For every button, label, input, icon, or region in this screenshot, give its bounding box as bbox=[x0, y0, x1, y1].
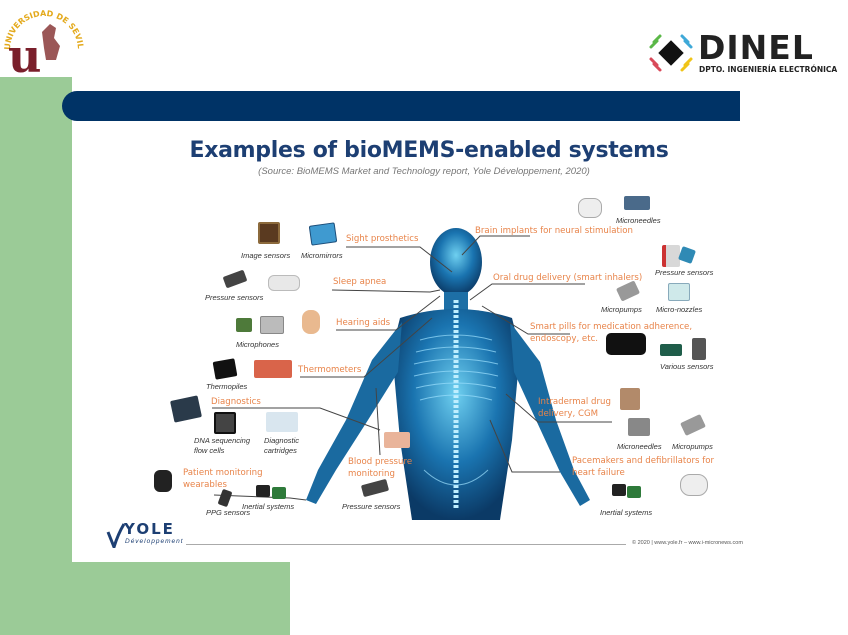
device-microphones: Microphones bbox=[236, 340, 279, 349]
device-diagnostic-cartridges-line2: cartridges bbox=[264, 446, 297, 455]
app-pacemakers-line2: heart failure bbox=[572, 468, 625, 478]
yole-wordmark: YOLE bbox=[124, 520, 175, 538]
app-hearing-aids: Hearing aids bbox=[336, 318, 391, 328]
angel-emblem-icon bbox=[42, 24, 60, 60]
app-blood-pressure-line2: monitoring bbox=[348, 469, 395, 479]
sensor-chip-thumbnail bbox=[660, 344, 682, 356]
footer-divider bbox=[186, 544, 626, 545]
inertial-system-thumbnail bbox=[256, 485, 270, 497]
app-intradermal-line2: delivery, CGM bbox=[538, 409, 599, 419]
chip-icon bbox=[649, 34, 693, 72]
dinel-subtitle: DPTO. INGENIERÍA ELECTRÓNICA bbox=[699, 65, 838, 74]
device-microneedles-top: Microneedles bbox=[616, 216, 661, 225]
thermometer-thumbnail bbox=[254, 360, 292, 378]
footer-copyright: © 2020 | www.yole.fr – www.i-micronews.c… bbox=[632, 540, 743, 546]
app-smart-pills-line2: endoscopy, etc. bbox=[530, 334, 599, 344]
microphone-thumbnail bbox=[236, 318, 252, 332]
device-inertial-systems-left: Inertial systems bbox=[242, 502, 295, 511]
inertial-system-right-thumbnail bbox=[612, 484, 626, 496]
app-intradermal-line1: Intradermal drug bbox=[538, 397, 611, 407]
device-inertial-systems-right: Inertial systems bbox=[600, 508, 653, 517]
dinel-logo: DINEL DPTO. INGENIERÍA ELECTRÓNICA bbox=[648, 28, 838, 78]
diagnostic-cartridge-thumbnail bbox=[266, 412, 298, 432]
device-image-sensors: Image sensors bbox=[241, 251, 291, 260]
slide-title: Examples of bioMEMS-enabled systems bbox=[189, 138, 669, 163]
app-oral-drug-delivery: Oral drug delivery (smart inhalers) bbox=[493, 273, 643, 283]
slide-title-bar bbox=[62, 91, 740, 121]
device-microneedles-bottom: Microneedles bbox=[617, 442, 662, 451]
app-diagnostics: Diagnostics bbox=[211, 397, 261, 407]
sensor-module-thumbnail bbox=[692, 338, 706, 360]
slide-source: (Source: BioMEMS Market and Technology r… bbox=[258, 166, 590, 177]
app-sleep-apnea: Sleep apnea bbox=[333, 277, 387, 287]
app-sight-prosthetics: Sight prosthetics bbox=[346, 234, 419, 244]
device-micromirrors: Micromirrors bbox=[301, 251, 343, 260]
yole-subtitle: Développement bbox=[125, 538, 184, 545]
body-silhouette bbox=[306, 228, 590, 520]
app-pacemakers-line1: Pacemakers and defibrillators for bbox=[572, 456, 715, 466]
neural-stimulator-thumbnail bbox=[578, 198, 602, 218]
device-diagnostic-cartridges-line1: Diagnostic bbox=[264, 436, 300, 445]
app-patient-monitoring-line1: Patient monitoring bbox=[183, 468, 263, 478]
image-sensor-thumbnail bbox=[258, 222, 280, 244]
smart-pill-thumbnail bbox=[606, 333, 646, 355]
microneedles-top-thumbnail bbox=[624, 196, 650, 210]
inertial-system-thumbnail-2 bbox=[272, 487, 286, 499]
dinel-wordmark: DINEL bbox=[698, 28, 814, 67]
micro-nozzle-thumbnail bbox=[668, 283, 690, 301]
device-dna-sequencing-line1: DNA sequencing bbox=[194, 436, 251, 445]
app-brain-implants: Brain implants for neural stimulation bbox=[475, 226, 633, 236]
inertial-system-right-thumbnail-2 bbox=[627, 486, 641, 498]
device-pressure-sensors-bottom: Pressure sensors bbox=[342, 502, 401, 511]
green-sidebar-band bbox=[0, 77, 72, 635]
intradermal-patch-thumbnail bbox=[620, 388, 640, 410]
device-dna-sequencing-line2: flow cells bbox=[194, 446, 225, 455]
dna-flow-cell-thumbnail bbox=[214, 412, 236, 434]
device-thermopiles: Thermopiles bbox=[206, 382, 248, 391]
microphone-thumbnail-2 bbox=[260, 316, 284, 334]
device-pressure-sensors-right: Pressure sensors bbox=[655, 268, 714, 277]
leader-lines bbox=[212, 235, 612, 501]
device-various-sensors: Various sensors bbox=[660, 362, 714, 371]
device-micropumps-top: Micropumps bbox=[601, 305, 642, 314]
micromirror-thumbnail bbox=[308, 222, 338, 246]
app-smart-pills-line1: Smart pills for medication adherence, bbox=[530, 322, 693, 332]
device-micro-nozzles: Micro-nozzles bbox=[656, 305, 703, 314]
smartwatch-thumbnail bbox=[154, 470, 172, 492]
pacemaker-thumbnail bbox=[680, 474, 708, 496]
app-patient-monitoring-line2: wearables bbox=[183, 480, 227, 490]
inhaler-thumbnail bbox=[662, 245, 680, 267]
device-micropumps-bottom: Micropumps bbox=[672, 442, 713, 451]
hearing-aid-thumbnail bbox=[302, 310, 320, 334]
universidad-de-sevilla-logo: UNIVERSIDAD DE SEVILLA u bbox=[0, 0, 85, 83]
device-ppg-sensors: PPG sensors bbox=[206, 508, 251, 517]
cpap-device-thumbnail bbox=[268, 275, 300, 291]
device-pressure-sensors-left: Pressure sensors bbox=[205, 293, 264, 302]
microneedles-bottom-thumbnail bbox=[628, 418, 650, 436]
blood-pressure-thumbnail bbox=[384, 432, 410, 448]
green-bottom-band bbox=[72, 562, 290, 635]
app-blood-pressure-line1: Blood pressure bbox=[348, 457, 413, 467]
yole-swoosh-icon bbox=[106, 523, 126, 548]
thermopile-thumbnail bbox=[212, 358, 238, 380]
app-thermometers: Thermometers bbox=[298, 365, 362, 375]
